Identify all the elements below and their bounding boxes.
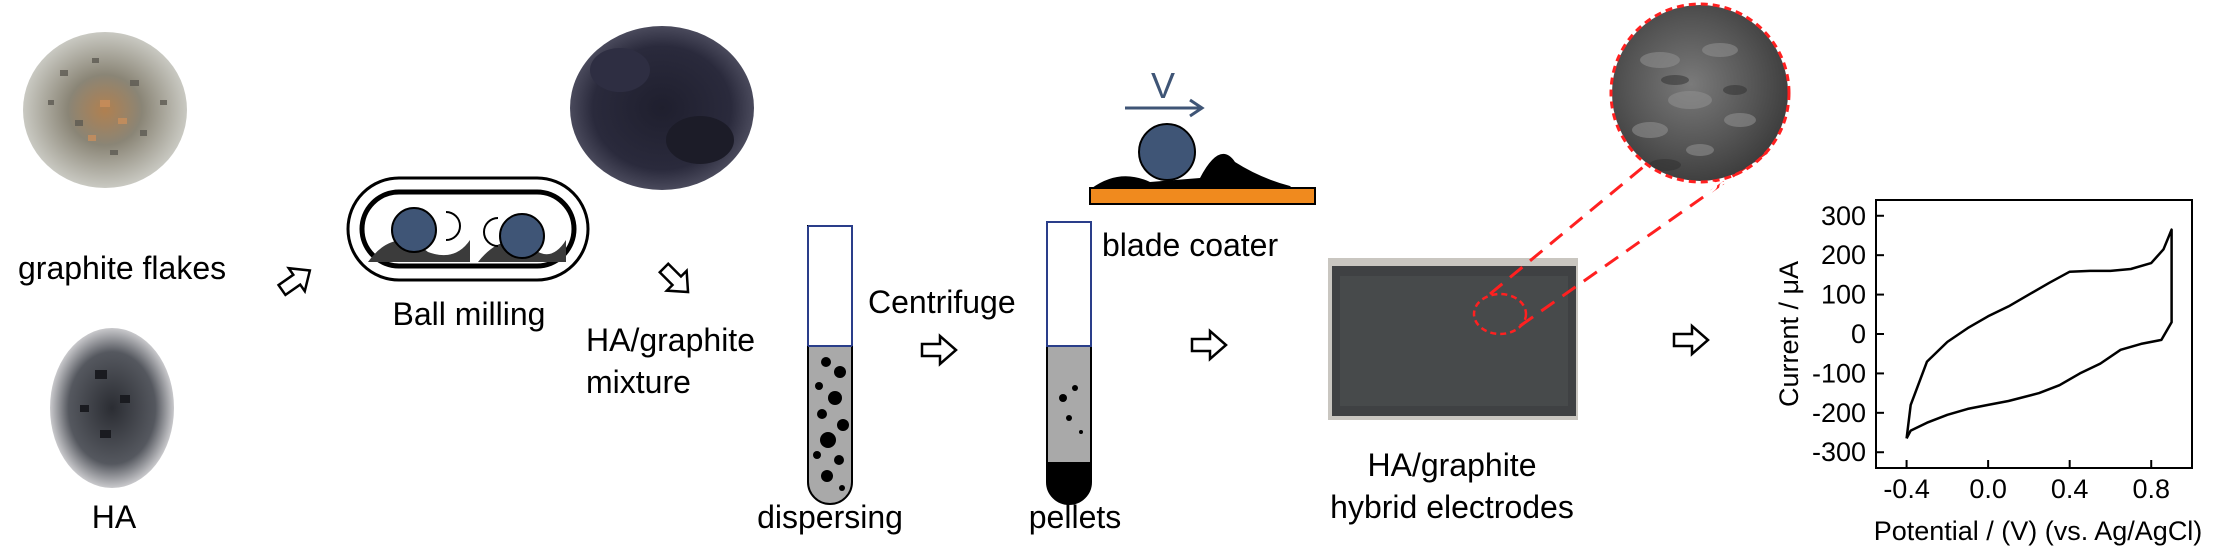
x-axis-label: Potential / (V) (vs. Ag/AgCl)	[1874, 516, 2203, 546]
ball-milling-label: Ball milling	[392, 296, 546, 332]
blade-coater-label: blade coater	[1102, 227, 1279, 263]
process-arrows	[276, 261, 1710, 367]
cv-chart: 300 200 100 0 -100 -200 -300 -0.4 0.0 0.4 0.8Poten…	[1774, 199, 2203, 546]
electrode-label-line2: hybrid electrodes	[1330, 489, 1574, 525]
arrow-icon	[1190, 328, 1228, 362]
y-tick-label: -200	[1812, 398, 1866, 428]
pellets-tube	[1046, 221, 1092, 505]
y-tick-label: -100	[1812, 358, 1866, 388]
y-axis-label: Current / μA	[1774, 261, 1804, 407]
cv-series-line	[1905, 228, 2173, 439]
velocity-label: V	[1151, 65, 1176, 106]
y-tick-label: -300	[1812, 437, 1866, 467]
graphite-flakes-image	[23, 32, 187, 188]
sem-inset	[1609, 2, 1791, 207]
plot-frame	[1875, 199, 2193, 469]
ball-mill-icon	[346, 176, 590, 282]
blade-coater-icon	[1089, 98, 1316, 205]
x-tick-label: -0.4	[1883, 474, 1930, 504]
y-tick-label: 100	[1821, 280, 1866, 310]
electrode-photo	[1328, 258, 1578, 420]
dispersing-label: dispersing	[757, 499, 903, 535]
arrow-icon	[1672, 323, 1710, 357]
mixture-label-line1: HA/graphite	[586, 322, 755, 358]
arrow-icon	[276, 266, 312, 297]
arrow-icon	[657, 261, 690, 294]
ha-label: HA	[91, 499, 137, 535]
ha-powder-image	[50, 328, 174, 488]
y-tick-label: 0	[1851, 319, 1866, 349]
scale-bar-label: 200 nm	[1706, 177, 1782, 202]
x-tick-label: 0.0	[1969, 474, 2007, 504]
mixture-label-line2: mixture	[586, 364, 691, 400]
centrifuge-label: Centrifuge	[868, 284, 1016, 320]
graphite-flakes-label: graphite flakes	[18, 250, 227, 286]
dispersing-tube	[807, 225, 853, 505]
pellets-label: pellets	[1028, 499, 1122, 535]
arrow-icon	[920, 333, 958, 367]
mixture-image	[570, 26, 754, 190]
y-tick-label: 200	[1821, 240, 1866, 270]
electrode-label-line1: HA/graphite	[1367, 447, 1537, 483]
x-tick-label: 0.4	[2051, 474, 2089, 504]
zoom-lines	[1489, 148, 1771, 328]
x-tick-label: 0.8	[2132, 474, 2170, 504]
y-tick-label: 300	[1821, 201, 1866, 231]
